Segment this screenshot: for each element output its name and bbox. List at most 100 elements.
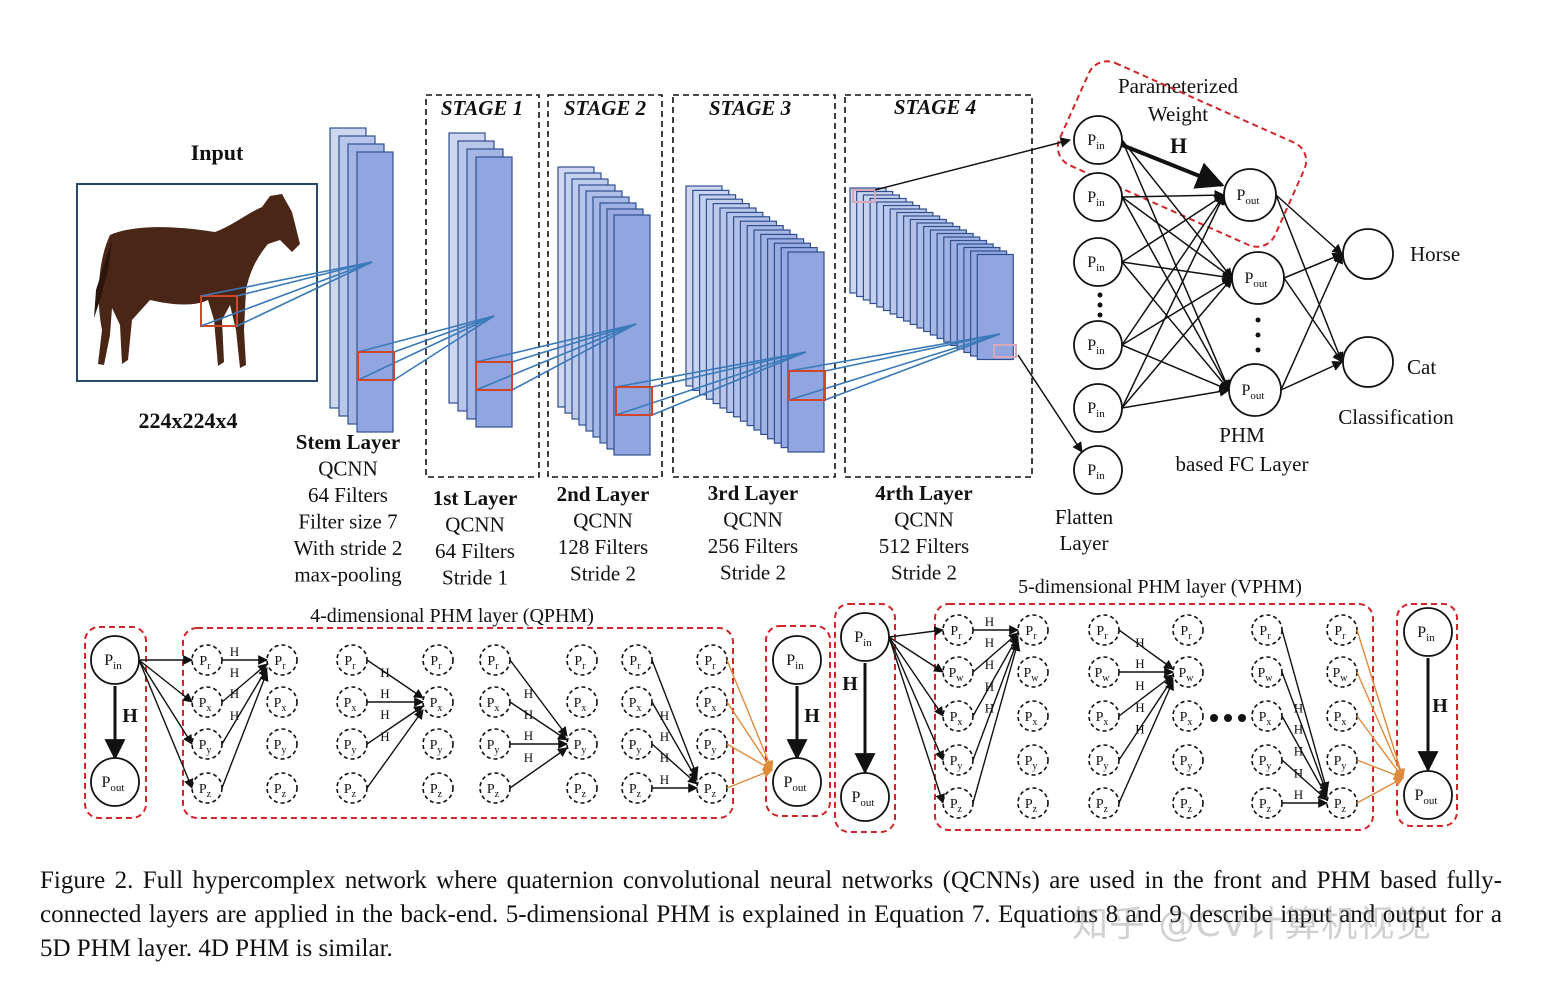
vphm-node-1-b4: Pz	[1172, 787, 1204, 819]
vphm-node-2-b0: Pr	[1326, 614, 1358, 646]
qphm-node-0-a1: Px	[191, 686, 223, 718]
qphm-node-3-a2: Py	[621, 728, 653, 760]
svg-text:Pr: Pr	[950, 624, 962, 642]
qphm-node-1-a1: Px	[336, 686, 368, 718]
svg-text:64 Filters: 64 Filters	[308, 483, 388, 507]
svg-text:H: H	[1432, 695, 1448, 717]
svg-text:H: H	[380, 729, 389, 744]
svg-text:H: H	[230, 708, 239, 723]
vphm-node-2-a4: Pz	[1251, 787, 1283, 819]
svg-text:Pr: Pr	[344, 654, 356, 672]
qphm-node-2-b0: Pr	[566, 644, 598, 676]
qphm-node-2-b1: Px	[566, 686, 598, 718]
qphm-node-2-b3: Pz	[566, 772, 598, 804]
vphm-node-0-a3: Py	[942, 744, 974, 776]
qphm-node-0-b1: Px	[266, 686, 298, 718]
svg-text:Filter size 7: Filter size 7	[298, 510, 397, 534]
flatten-label-1: Flatten	[1055, 505, 1114, 529]
svg-text:Stride 2: Stride 2	[720, 561, 786, 585]
stage2-maps	[557, 166, 651, 456]
svg-text:Pr: Pr	[1334, 624, 1346, 642]
qphm-node-0-b3: Pz	[266, 772, 298, 804]
svg-text:Pr: Pr	[1025, 624, 1037, 642]
vphm-node-1-a2: Px	[1088, 700, 1120, 732]
vphm-node-0-b0: Pr	[1017, 614, 1049, 646]
svg-text:H: H	[230, 686, 239, 701]
svg-text:H: H	[804, 705, 820, 727]
svg-text:H: H	[524, 707, 533, 722]
stage3-maps	[685, 185, 825, 453]
svg-text:QCNN: QCNN	[573, 509, 633, 533]
svg-text:Pr: Pr	[1259, 624, 1271, 642]
watermark: 知乎 @CV计算机视觉	[1072, 904, 1433, 945]
svg-text:Pr: Pr	[274, 654, 286, 672]
class-node-1	[1342, 336, 1394, 388]
input-receptive-field	[200, 295, 238, 327]
fc-section: Parameterized Weight H PinPinPinPinPinPi…	[874, 60, 1460, 555]
svg-text:H: H	[842, 673, 858, 695]
qphm-node-2-a2: Py	[479, 728, 511, 760]
svg-text:128 Filters: 128 Filters	[558, 535, 648, 559]
svg-text:H: H	[524, 750, 533, 765]
vphm-node-0-a2: Px	[942, 700, 974, 732]
svg-text:max-pooling: max-pooling	[294, 563, 402, 587]
svg-text:4rth Layer: 4rth Layer	[875, 481, 972, 505]
qphm-node-2-a3: Pz	[479, 772, 511, 804]
qphm-output-box	[765, 625, 831, 817]
svg-text:H: H	[1135, 700, 1144, 715]
vphm-node-1-b1: Pw	[1172, 656, 1204, 688]
vphm-node-2-a1: Pw	[1251, 656, 1283, 688]
qphm-node-0-a0: Pr	[191, 644, 223, 676]
qphm-node-3-a3: Pz	[621, 772, 653, 804]
vphm-node-2-a2: Px	[1251, 700, 1283, 732]
svg-text:Stride 2: Stride 2	[570, 562, 636, 586]
qphm-node-3-a0: Pr	[621, 644, 653, 676]
svg-text:H: H	[380, 686, 389, 701]
svg-text:Pr: Pr	[1096, 624, 1108, 642]
input-size: 224x224x4	[139, 408, 238, 433]
svg-text:H: H	[1294, 744, 1303, 759]
qphm-p-out: Pout	[90, 757, 140, 807]
svg-text:H: H	[1135, 722, 1144, 737]
vphm-node-2-b2: Px	[1326, 700, 1358, 732]
svg-text:H: H	[985, 679, 994, 694]
stem-layer-maps	[329, 127, 394, 433]
svg-text:Stride 2: Stride 2	[891, 561, 957, 585]
vphm-main-box	[934, 603, 1374, 831]
svg-text:H: H	[660, 708, 669, 723]
fc-input-node-1: Pin	[1073, 172, 1123, 222]
vphm-node-1-b3: Py	[1172, 744, 1204, 776]
param-weight-box	[1056, 60, 1308, 248]
svg-text:QCNN: QCNN	[723, 508, 783, 532]
svg-text:H: H	[1294, 766, 1303, 781]
qphm-node-3-b1: Px	[696, 686, 728, 718]
svg-text:H: H	[985, 614, 994, 629]
vphm-node-0-b3: Py	[1017, 744, 1049, 776]
svg-text:H: H	[660, 729, 669, 744]
svg-text:H: H	[1135, 635, 1144, 650]
vphm-node-0-b2: Px	[1017, 700, 1049, 732]
qphm-node-1-b2: Py	[422, 728, 454, 760]
qphm-title: 4-dimensional PHM layer (QPHM)	[310, 605, 594, 627]
vphm-node-0-a4: Pz	[942, 787, 974, 819]
qphm-node-2-a1: Px	[479, 686, 511, 718]
svg-text:H: H	[1135, 656, 1144, 671]
svg-text:QCNN: QCNN	[318, 457, 378, 481]
svg-text:H: H	[985, 657, 994, 672]
stage4-maps	[849, 187, 1014, 361]
svg-text:H: H	[122, 705, 138, 727]
fc-input-node-2: Pin	[1073, 237, 1123, 287]
vphm-node-0-b1: Pw	[1017, 656, 1049, 688]
svg-text:Stride 1: Stride 1	[442, 566, 508, 590]
qphm-node-2-a0: Pr	[479, 644, 511, 676]
qphm-node-2-b2: Py	[566, 728, 598, 760]
vphm-node-2-a0: Pr	[1251, 614, 1283, 646]
output-cat: Cat	[1407, 355, 1436, 379]
vphm-output-box	[1396, 603, 1458, 827]
qphm-node-0-b2: Py	[266, 728, 298, 760]
